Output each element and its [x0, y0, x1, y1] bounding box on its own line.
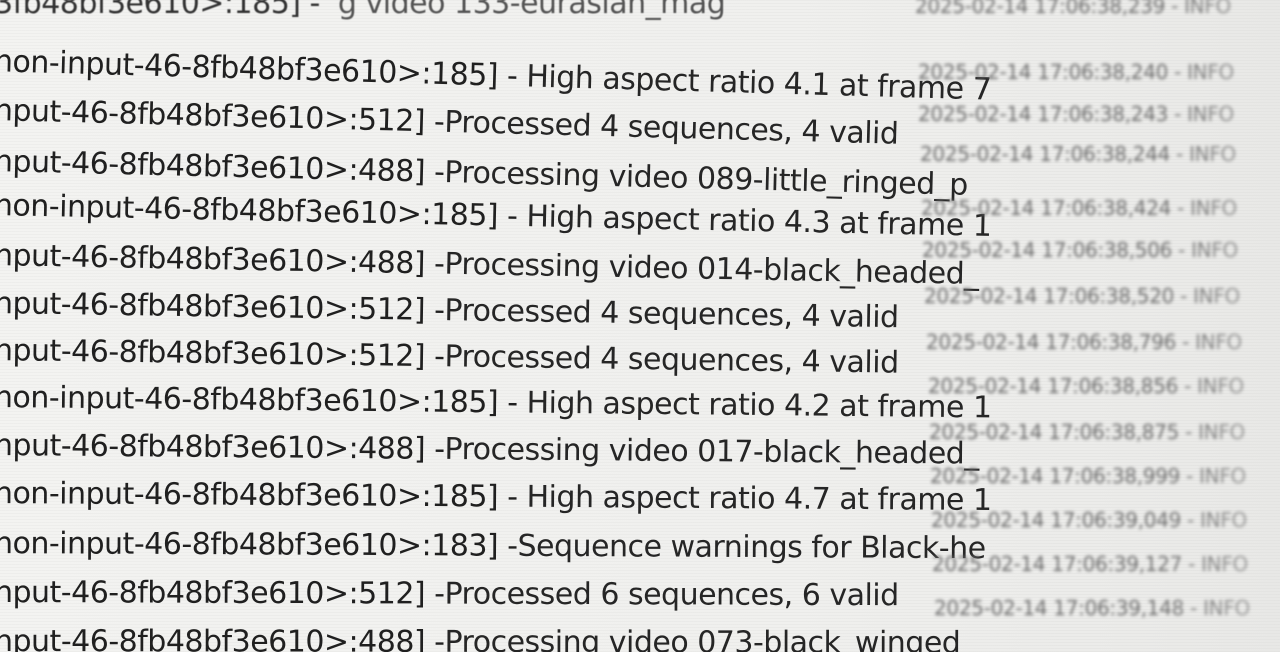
log-line: nput-46-8fb48bf3e610>:512] -Processed 4 …: [0, 286, 899, 335]
log-source: hon-input-46-8fb48bf3e610>:185] -: [0, 476, 518, 515]
log-line: nput-46-8fb48bf3e610>:488] -Processing v…: [0, 624, 960, 652]
log-source: nput-46-8fb48bf3e610>:512] -: [0, 575, 445, 612]
log-message: Processing video 017-black_headed_: [444, 431, 979, 472]
log-timestamp: 2025-02-14 17:06:38,875 - INFO: [929, 420, 1245, 444]
log-line: hon-input-46-8fb48bf3e610>:183] -Sequenc…: [0, 526, 986, 566]
log-timestamp: 2025-02-14 17:06:38,999 - INFO: [930, 464, 1246, 488]
log-timestamp: 2025-02-14 17:06:39,148 - INFO: [934, 596, 1250, 620]
log-source: nput-46-8fb48bf3e610>:488] -: [0, 238, 445, 282]
log-timestamp: 2025-02-14 17:06:39,049 - INFO: [931, 508, 1247, 532]
log-source: nput-46-8fb48bf3e610>:512] -: [0, 93, 445, 140]
log-message: High aspect ratio 4.2 at frame 1: [517, 385, 992, 426]
log-line: nput-46-8fb48bf3e610>:512] -Processed 4 …: [0, 93, 899, 152]
log-timestamp: 2025-02-14 17:06:38,239 - INFO: [915, 0, 1231, 18]
log-message: Processed 4 sequences, 4 valid: [444, 339, 899, 381]
log-line: hon-input-46-8fb48bf3e610>:185] - High a…: [0, 476, 992, 518]
log-message: Processing video 073-black_winged: [444, 624, 961, 652]
log-timestamp: 2025-02-14 17:06:38,244 - INFO: [920, 142, 1236, 166]
log-timestamp: 2025-02-14 17:06:38,243 - INFO: [918, 102, 1234, 126]
log-timestamp: 2025-02-14 17:06:38,856 - INFO: [928, 374, 1244, 398]
log-source: hon-input-46-8fb48bf3e610>:185] -: [0, 43, 518, 95]
log-message: High aspect ratio 4.7 at frame 1: [517, 479, 992, 518]
log-message: Processed 4 sequences, 4 valid: [444, 293, 899, 336]
log-timestamp: 2025-02-14 17:06:38,240 - INFO: [918, 60, 1234, 84]
log-timestamp: 2025-02-14 17:06:38,424 - INFO: [921, 196, 1237, 220]
log-source: nput-46-8fb48bf3e610>:512] -: [0, 333, 445, 375]
log-source: nput-46-8fb48bf3e610>:512] -: [0, 286, 445, 329]
log-timestamp: 2025-02-14 17:06:38,506 - INFO: [922, 238, 1238, 262]
log-timestamp: 2025-02-14 17:06:38,796 - INFO: [926, 330, 1242, 354]
log-line: nput-46-8fb48bf3e610>:512] -Processed 6 …: [0, 575, 899, 613]
log-source: hon-input-46-8fb48bf3e610>:185] -: [0, 380, 518, 421]
log-timestamp: 2025-02-14 17:06:39,127 - INFO: [932, 552, 1248, 576]
log-timestamp: 2025-02-14 17:06:38,520 - INFO: [924, 284, 1240, 308]
log-message: Processed 4 sequences, 4 valid: [443, 104, 899, 152]
log-source: nput-46-8fb48bf3e610>:488] -: [0, 144, 445, 191]
log-line-partial: 3fb48bf3e610>:185] - g video 133-eurasia…: [0, 0, 726, 21]
log-source: hon-input-46-8fb48bf3e610>:185] -: [0, 188, 518, 234]
log-message: Processed 6 sequences, 6 valid: [444, 576, 899, 614]
log-message: Processing video 089-little_ringed_p: [443, 155, 969, 203]
log-line: nput-46-8fb48bf3e610>:488] -Processing v…: [0, 428, 979, 472]
log-message: Sequence warnings for Black-he: [517, 528, 986, 567]
log-source: nput-46-8fb48bf3e610>:488] -: [0, 624, 445, 652]
log-line: nput-46-8fb48bf3e610>:512] -Processed 4 …: [0, 333, 899, 381]
log-line: nput-46-8fb48bf3e610>:488] -Processing v…: [0, 238, 979, 292]
log-line: hon-input-46-8fb48bf3e610>:185] - High a…: [0, 380, 992, 425]
log-message: Processing video 014-black_headed_: [444, 246, 979, 292]
log-source: hon-input-46-8fb48bf3e610>:183] -: [0, 526, 518, 564]
log-source: nput-46-8fb48bf3e610>:488] -: [0, 428, 445, 467]
